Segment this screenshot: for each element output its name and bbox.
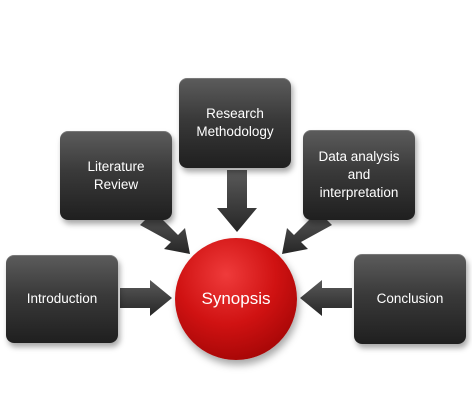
node-introduction-label: Introduction: [26, 291, 98, 306]
node-literature-review-line2: Review: [93, 176, 139, 192]
node-conclusion: Conclusion: [354, 254, 466, 344]
node-conclusion-label: Conclusion: [376, 291, 444, 306]
node-research-methodology-line2: Methodology: [196, 124, 274, 139]
node-literature-review-line1: Literature: [87, 158, 145, 174]
arrow-data-analysis: [282, 211, 332, 254]
node-data-analysis: Data analysis and interpretation: [303, 130, 415, 220]
node-data-analysis-line3: interpretation: [319, 185, 399, 200]
arrow-research-methodology: [217, 170, 257, 232]
node-research-methodology: Research Methodology: [179, 78, 291, 168]
node-literature-review: Literature Review: [60, 131, 172, 220]
node-introduction: Introduction: [6, 255, 118, 343]
node-research-methodology-line1: Research: [206, 106, 264, 121]
node-data-analysis-line1: Data analysis: [318, 149, 400, 164]
center-synopsis-label: Synopsis: [201, 289, 271, 308]
arrow-conclusion: [300, 280, 352, 316]
arrow-introduction: [120, 280, 172, 316]
node-data-analysis-line2: and: [347, 167, 371, 182]
center-synopsis: Synopsis: [175, 238, 297, 360]
arrow-literature-review: [140, 211, 190, 254]
